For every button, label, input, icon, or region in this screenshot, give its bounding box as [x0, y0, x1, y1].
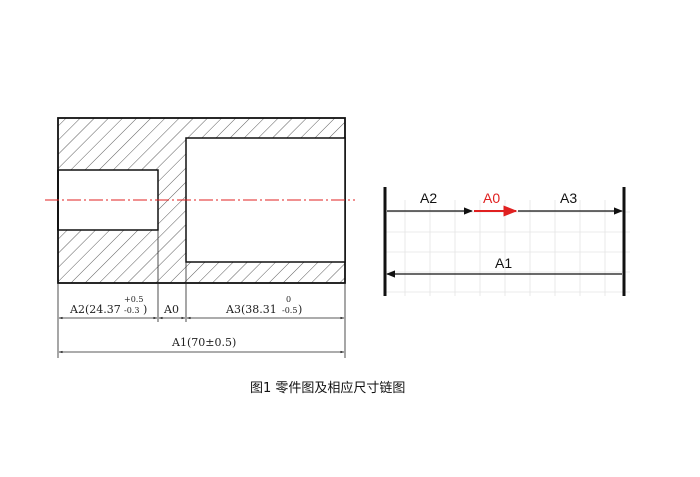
dim-a3-text: A3(38.31 [225, 303, 277, 316]
dim-a0-text: A0 [163, 303, 179, 316]
dim-a3-upper-tol: 0 [286, 295, 291, 304]
chain-diagram: A2 A0 A3 A1 [383, 187, 630, 296]
dim-a2-lower-tol: -0.3 [124, 306, 139, 315]
part-section-hatch [58, 118, 345, 283]
extension-lines [57, 230, 346, 358]
dim-a3-close: ) [298, 303, 302, 316]
chain-label-a2: A2 [420, 190, 437, 206]
part-drawing: A2(24.37 +0.5 -0.3 ) A0 A3(38.31 0 -0.5 … [45, 117, 355, 358]
dim-a3-lower-tol: -0.5 [282, 306, 297, 315]
chain-label-a3: A3 [560, 190, 577, 206]
chain-grid [384, 200, 630, 296]
chain-label-a1: A1 [495, 255, 512, 271]
dim-a1-text: A1(70±0.5) [171, 336, 236, 349]
dim-a2-text: A2(24.37 [69, 303, 121, 316]
dim-a2-close: ) [143, 303, 147, 316]
figure-caption: 图1 零件图及相应尺寸链图 [250, 380, 405, 396]
chain-label-a0: A0 [483, 190, 500, 206]
dim-a2-upper-tol: +0.5 [124, 295, 143, 304]
